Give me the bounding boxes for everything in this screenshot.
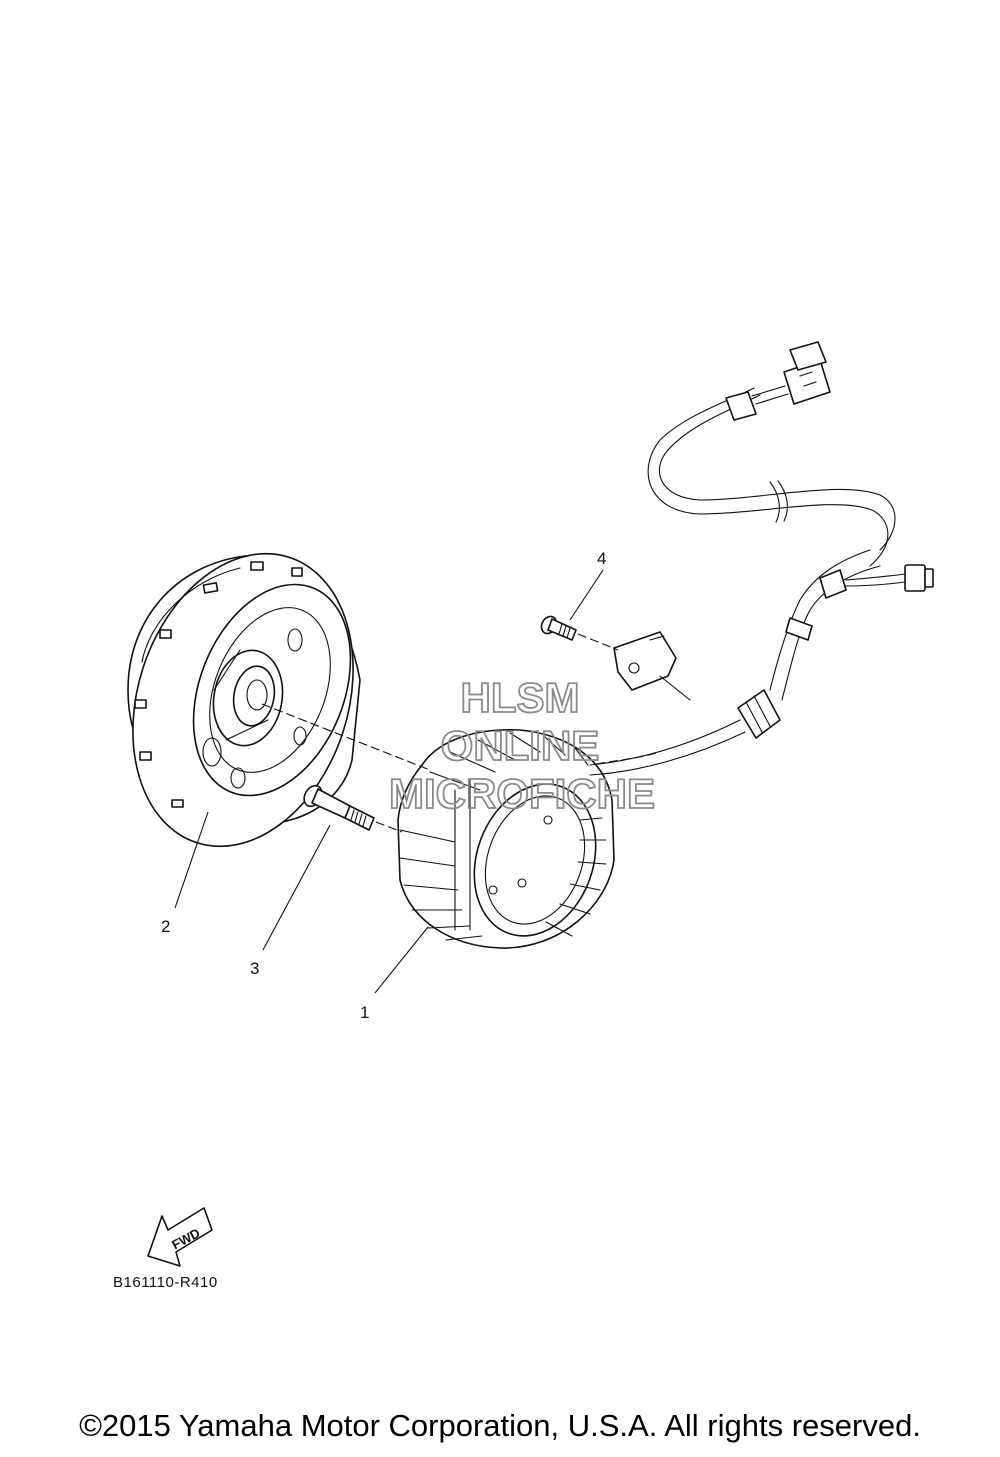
assembly-lines — [261, 633, 661, 833]
callout-4: 4 — [597, 549, 606, 568]
stator-bolt — [303, 784, 375, 831]
copyright-notice: ©2015 Yamaha Motor Corporation, U.S.A. A… — [79, 1408, 921, 1443]
watermark-line-1: HLSM — [461, 674, 580, 721]
leader-lines — [174, 569, 604, 994]
diagram-code: B161110-R410 — [113, 1274, 218, 1291]
wire-harness — [589, 341, 934, 776]
callout-1: 1 — [360, 1003, 369, 1022]
watermark-line-2: ONLINE — [441, 722, 600, 769]
stator-assembly — [397, 728, 615, 949]
watermark: HLSM ONLINE MICROFICHE — [388, 673, 656, 818]
callout-2: 2 — [161, 917, 170, 936]
callout-3: 3 — [250, 959, 259, 978]
clamp-screw — [540, 615, 577, 641]
watermark-line-3: MICROFICHE — [389, 770, 655, 817]
rotor-flywheel — [127, 552, 361, 848]
fwd-arrow-icon: FWD — [147, 1207, 213, 1267]
